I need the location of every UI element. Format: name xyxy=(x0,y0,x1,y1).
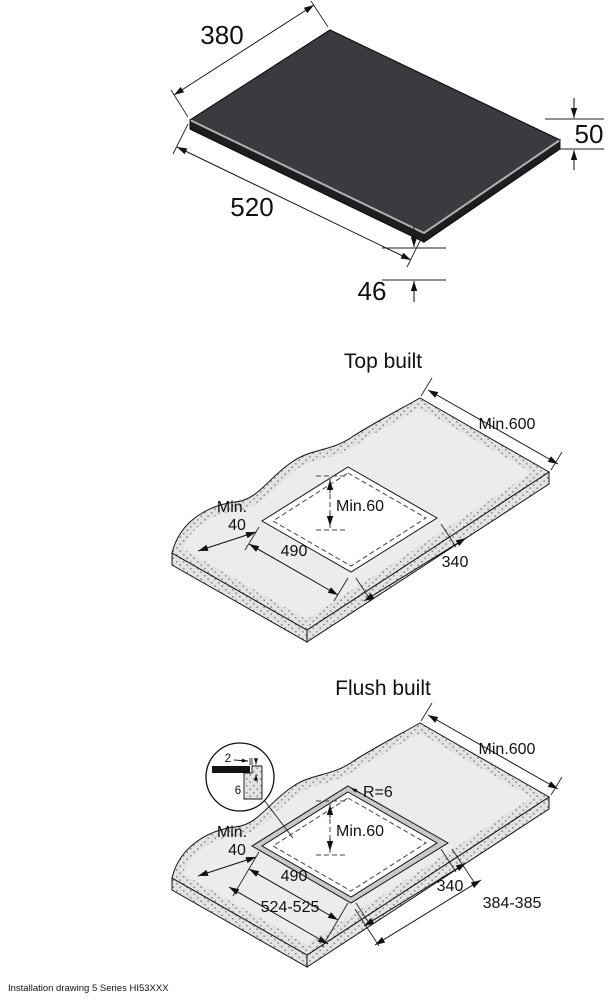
hob-hidden-outline xyxy=(272,472,427,567)
dim-hob-depth: 520 xyxy=(172,123,423,268)
dim-min600: Min.600 xyxy=(420,377,563,471)
dim-min40-label: 40 xyxy=(228,517,246,534)
counter-outline xyxy=(171,397,550,631)
dim-hob-width-label: 380 xyxy=(200,20,243,50)
dim-corner-radius-label: R=6 xyxy=(363,784,393,801)
drawing-footer: Installation drawing 5 Series HI53XXX xyxy=(8,983,169,994)
dim-min40-label: 40 xyxy=(228,842,246,859)
top-built-view: Min.60 Min.600 Min. 40 490 340 xyxy=(171,377,563,643)
dim-min60-label: Min.60 xyxy=(336,498,384,515)
hob-hidden-outline xyxy=(272,797,427,892)
counter-outline xyxy=(171,722,550,956)
flush-built-title: Flush built xyxy=(335,677,431,700)
dim-hob-width: 380 xyxy=(170,0,329,118)
detail-gap-label: 2 xyxy=(225,753,231,765)
dim-recess-width: 384-385 xyxy=(354,848,542,947)
hob-silhouette xyxy=(189,29,561,243)
dim-min40: Min. 40 xyxy=(197,824,257,877)
dim-cutout-width-label: 340 xyxy=(437,878,464,895)
dim-recess-depth: 524-525 xyxy=(228,886,329,945)
dim-min600-label: Min.600 xyxy=(479,416,536,433)
detail-hob-glass xyxy=(212,766,250,773)
dim-cutout-depth-label: 490 xyxy=(281,543,308,560)
dim-min40-word: Min. xyxy=(217,824,247,841)
detail-counter-section xyxy=(243,765,263,800)
dim-min60-clearance: Min.60 xyxy=(316,475,384,531)
dim-hob-height-front: 46 xyxy=(358,226,446,306)
dim-min60-clearance: Min.60 xyxy=(316,800,384,856)
hob-isometric-view: 380 50 520 46 xyxy=(170,0,604,306)
detail-circle xyxy=(205,742,275,812)
dim-cutout-width: 340 xyxy=(355,523,469,602)
flush-built-view: R=6 Min.60 Min.600 Min. 40 xyxy=(171,702,563,968)
dim-cutout-depth-label: 490 xyxy=(281,868,308,885)
dim-min60-label: Min.60 xyxy=(336,823,384,840)
flush-edge-detail: 2 6 xyxy=(205,742,294,839)
detail-depth-label: 6 xyxy=(235,785,241,797)
dim-min40-word: Min. xyxy=(217,499,247,516)
dim-recess-depth-label: 524-525 xyxy=(261,899,320,916)
detail-leader-line xyxy=(263,799,294,839)
dim-min600: Min.600 xyxy=(420,702,563,796)
dim-hob-height-front-label: 46 xyxy=(358,276,387,306)
dim-corner-radius: R=6 xyxy=(350,784,393,801)
dim-cutout-width-label: 340 xyxy=(442,554,469,571)
dim-recess-width-label: 384-385 xyxy=(483,895,542,912)
dim-cutout-depth: 490 xyxy=(244,526,349,602)
dim-hob-height-right: 50 xyxy=(545,98,604,170)
dim-min600-label: Min.600 xyxy=(479,741,536,758)
dim-hob-height-right-label: 50 xyxy=(575,119,604,149)
top-built-title: Top built xyxy=(344,350,422,373)
dim-hob-depth-label: 520 xyxy=(230,192,273,222)
dim-min40: Min. 40 xyxy=(197,499,257,552)
